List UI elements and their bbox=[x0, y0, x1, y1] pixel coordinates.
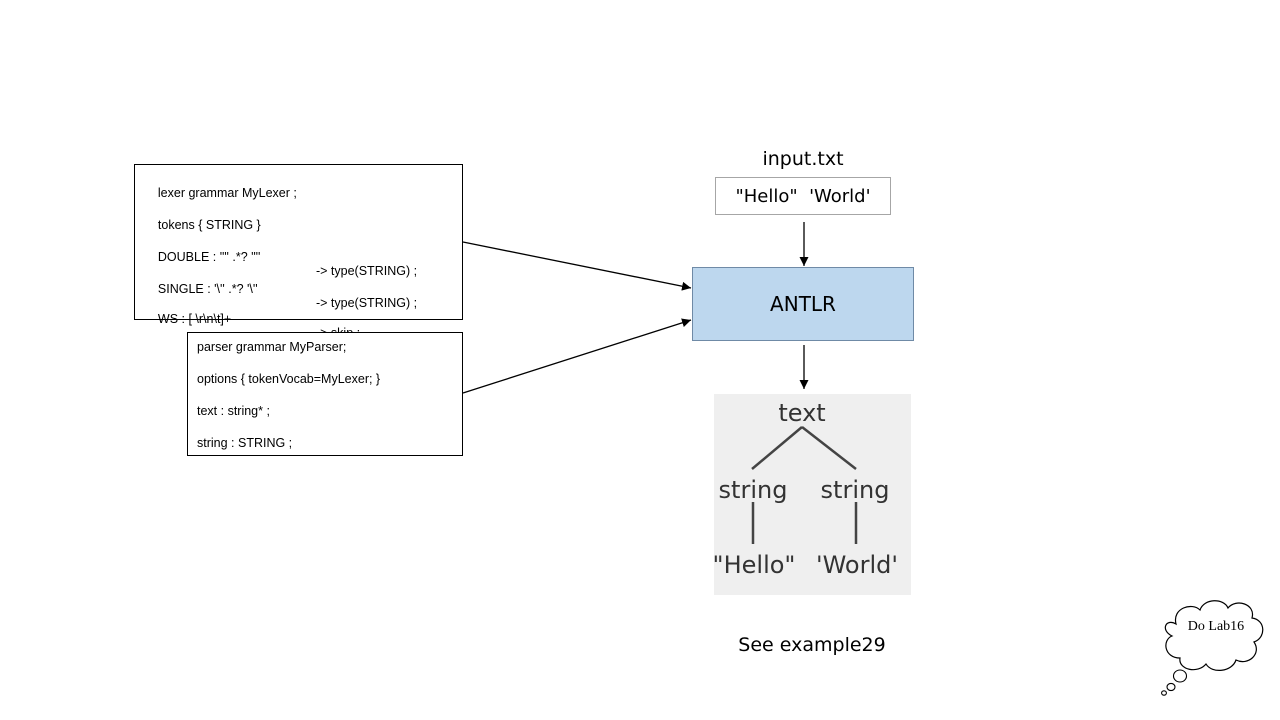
lexer-line-right: -> type(STRING) ; bbox=[316, 264, 418, 278]
parser-line: options { tokenVocab=MyLexer; } bbox=[197, 372, 381, 386]
parser-line: parser grammar MyParser; bbox=[197, 340, 347, 354]
parse-tree-panel: text string string "Hello" 'World' bbox=[713, 394, 911, 595]
parser-grammar-box: parser grammar MyParser; options { token… bbox=[187, 332, 463, 456]
lexer-line: lexer grammar MyLexer ; bbox=[144, 172, 297, 214]
arrow-parser-to-antlr bbox=[462, 318, 692, 394]
tree-child-node: string bbox=[719, 476, 788, 504]
lexer-line-left: DOUBLE : '"' .*? '"' bbox=[157, 250, 261, 264]
tree-edge bbox=[751, 426, 803, 470]
parse-tree: text string string "Hello" 'World' bbox=[713, 399, 898, 579]
lexer-line-left: SINGLE : '\'' .*? '\'' bbox=[157, 282, 258, 296]
see-example-caption: See example29 bbox=[738, 634, 886, 656]
tree-child-node: string bbox=[821, 476, 890, 504]
antlr-box: ANTLR bbox=[692, 267, 914, 341]
lexer-grammar-box: lexer grammar MyLexer ; tokens { STRING … bbox=[134, 164, 463, 340]
lexer-line-right: -> type(STRING) ; bbox=[316, 296, 418, 310]
tree-edge bbox=[801, 426, 857, 470]
parser-line: text : string* ; bbox=[197, 404, 270, 418]
tree-leaf-node: 'World' bbox=[816, 551, 898, 579]
lexer-line-left: WS : [ \r\n\t]+ bbox=[157, 312, 232, 326]
thought-bubble-cloud bbox=[1161, 600, 1264, 696]
tree-root-node: text bbox=[778, 399, 825, 427]
lexer-line-left: lexer grammar MyLexer ; bbox=[157, 186, 297, 200]
thought-bubble-text: Do Lab16 bbox=[1187, 619, 1245, 634]
lexer-line-left: tokens { STRING } bbox=[157, 218, 261, 232]
input-content-box: "Hello" 'World' bbox=[715, 177, 891, 215]
parser-line: string : STRING ; bbox=[197, 436, 293, 450]
lexer-line: DOUBLE : '"' .*? '"' -> type(STRING) ; bbox=[144, 236, 417, 292]
tree-leaf-node: "Hello" bbox=[714, 551, 795, 579]
lexer-line: tokens { STRING } bbox=[144, 204, 261, 246]
lexer-line: SINGLE : '\'' .*? '\'' -> type(STRING) ; bbox=[144, 268, 417, 324]
arrow-lexer-to-antlr bbox=[462, 241, 692, 291]
input-filename-label: input.txt bbox=[762, 148, 844, 170]
